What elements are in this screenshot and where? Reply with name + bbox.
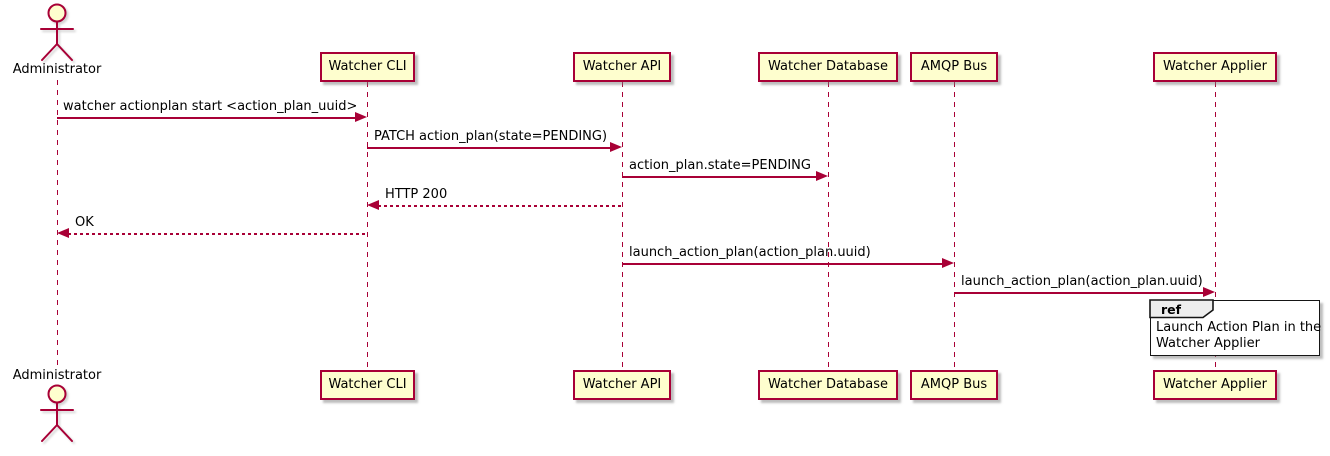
participant-watcher-cli-top: Watcher CLI <box>320 52 415 82</box>
participant-amqp-bus-top: AMQP Bus <box>910 52 998 82</box>
ref-text-line: Watcher Applier <box>1156 336 1260 351</box>
arrowhead-right-icon <box>355 112 367 122</box>
message-label: action_plan.state=PENDING <box>629 158 811 173</box>
message-label: PATCH action_plan(state=PENDING) <box>374 129 608 144</box>
arrowhead-right-icon <box>942 258 954 268</box>
arrowhead-right-icon <box>610 142 622 152</box>
ref-text-line: Launch Action Plan in the <box>1156 320 1322 335</box>
message-line <box>954 292 1204 294</box>
ref-fragment: ref Launch Action Plan in the Watcher Ap… <box>1149 299 1321 356</box>
lifeline-watcher-cli <box>367 82 368 370</box>
participant-watcher-api-top: Watcher API <box>573 52 671 82</box>
message-line <box>622 263 943 265</box>
message-label: launch_action_plan(action_plan.uuid) <box>961 274 1203 289</box>
arrowhead-right-icon <box>816 171 828 181</box>
ref-keyword: ref <box>1161 302 1182 317</box>
participant-watcher-database-top: Watcher Database <box>758 52 898 82</box>
actor-label-bottom: Administrator <box>12 368 102 383</box>
participant-watcher-cli-bottom: Watcher CLI <box>320 370 415 400</box>
arrowhead-left-icon <box>367 200 379 210</box>
message-line <box>378 205 622 207</box>
message-line <box>57 117 356 119</box>
message-label: launch_action_plan(action_plan.uuid) <box>629 245 871 260</box>
actor-label-top: Administrator <box>12 62 102 77</box>
participant-watcher-api-bottom: Watcher API <box>573 370 671 400</box>
participant-watcher-database-bottom: Watcher Database <box>758 370 898 400</box>
lifeline-watcher-api <box>622 82 623 370</box>
lifeline-watcher-database <box>828 82 829 370</box>
participant-watcher-applier-top: Watcher Applier <box>1153 52 1277 82</box>
arrowhead-left-icon <box>57 228 69 238</box>
participant-watcher-applier-bottom: Watcher Applier <box>1153 370 1277 400</box>
ref-tab-icon <box>1149 299 1215 319</box>
message-line <box>622 176 817 178</box>
actor-icon <box>40 384 74 442</box>
ref-text: Launch Action Plan in the Watcher Applie… <box>1156 320 1321 352</box>
lifeline-watcher-applier <box>1215 82 1216 370</box>
message-line <box>68 233 367 235</box>
arrowhead-right-icon <box>1203 287 1215 297</box>
lifeline-amqp-bus <box>954 82 955 370</box>
participant-amqp-bus-bottom: AMQP Bus <box>910 370 998 400</box>
message-label: watcher actionplan start <action_plan_uu… <box>63 99 358 114</box>
message-label: OK <box>75 215 94 230</box>
message-line <box>367 147 611 149</box>
message-label: HTTP 200 <box>385 187 448 202</box>
lifeline-administrator <box>57 80 58 370</box>
actor-icon <box>40 3 74 61</box>
